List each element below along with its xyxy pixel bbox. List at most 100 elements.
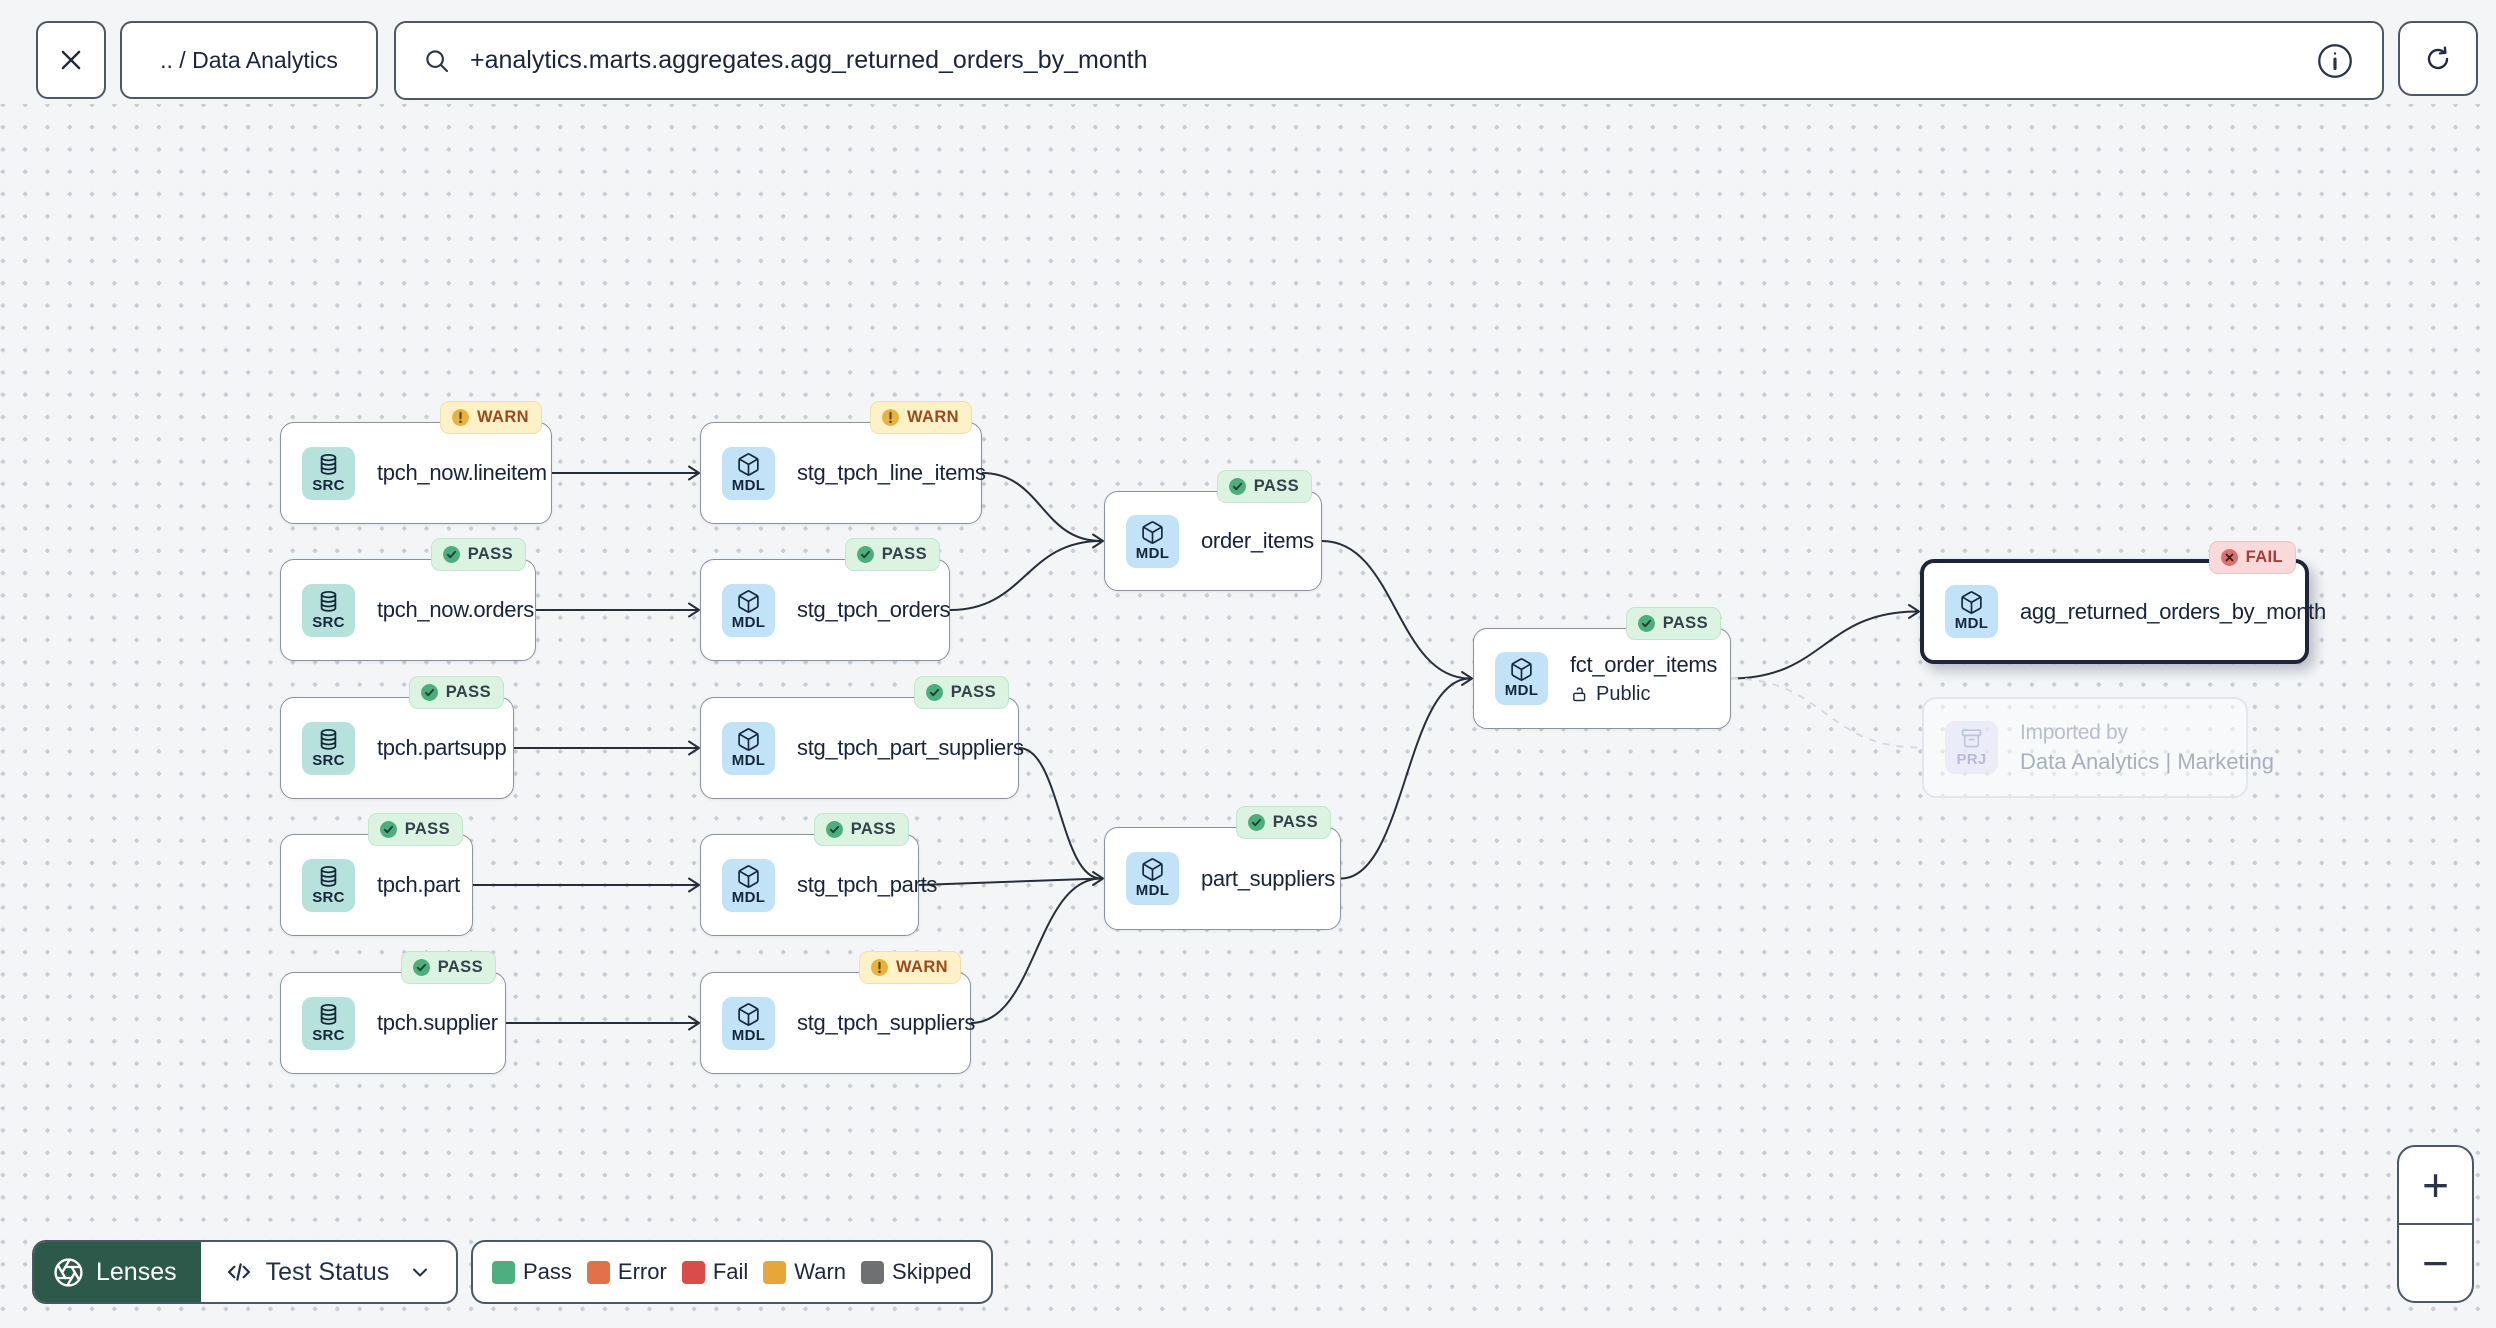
- node-label: Imported by: [2020, 720, 2128, 744]
- edge-arrowhead-stg_tpch_line_items: [688, 465, 700, 481]
- lenses-control: Lenses Test Status: [32, 1240, 459, 1304]
- cube-icon: [736, 589, 761, 614]
- legend-label: Pass: [523, 1259, 572, 1284]
- lock-open-icon: [1570, 685, 1589, 704]
- src-type-chip: SRC: [302, 996, 355, 1050]
- database-icon: [316, 589, 341, 614]
- edge-arrowhead-order_items: [1092, 533, 1104, 549]
- legend-label: Skipped: [892, 1259, 972, 1284]
- status-badge-fail: FAIL: [2208, 541, 2296, 574]
- database-icon: [316, 452, 341, 477]
- status-badge-pass: PASS: [813, 813, 909, 846]
- mdl-type-chip: MDL: [1126, 514, 1179, 568]
- legend-label: Fail: [712, 1259, 749, 1284]
- node-kind-label: SRC: [312, 888, 345, 906]
- node-label: tpch_now.lineitem: [377, 460, 547, 485]
- refresh-button[interactable]: [2398, 21, 2478, 96]
- legend-label: Warn: [794, 1259, 847, 1284]
- edge-order_items-to-fct_order_items: [1321, 540, 1471, 680]
- node-kind-label: SRC: [312, 1026, 345, 1044]
- warn-icon: [451, 408, 470, 427]
- edge-arrowhead-agg_returned_orders_by_month: [1908, 604, 1920, 619]
- edge-stg_tpch_suppliers-to-part_suppliers: [970, 877, 1102, 1024]
- mdl-type-chip: MDL: [722, 996, 775, 1050]
- edge-stg_tpch_orders-to-order_items: [949, 540, 1102, 611]
- zoom-out-button[interactable]: −: [2422, 1237, 2449, 1289]
- prj-type-chip: PRJ: [1945, 721, 1998, 774]
- mdl-type-chip: MDL: [1126, 852, 1179, 905]
- edge-part_suppliers-to-fct_order_items: [1340, 677, 1471, 880]
- lens-dropdown-value: Test Status: [265, 1257, 390, 1286]
- lens-dropdown[interactable]: Test Status: [201, 1242, 457, 1302]
- node-visibility: Public: [1570, 683, 1717, 706]
- node-label: order_items: [1201, 528, 1314, 553]
- mdl-type-chip: MDL: [1945, 585, 1998, 638]
- database-icon: [316, 727, 341, 752]
- node-label: stg_tpch_part_suppliers: [797, 735, 1024, 760]
- src-type-chip: SRC: [302, 446, 355, 500]
- node-tpch_now_lineitem[interactable]: WARN SRC tpch_now.lineitem: [280, 401, 552, 524]
- node-kind-label: SRC: [312, 751, 345, 769]
- cube-icon: [1140, 857, 1165, 882]
- status-badge-warn: WARN: [869, 401, 972, 434]
- node-label: part_suppliers: [1201, 865, 1335, 891]
- mdl-type-chip: MDL: [1495, 652, 1548, 705]
- legend-item-skipped: Skipped: [861, 1259, 972, 1285]
- node-agg_returned_orders_by_month[interactable]: FAIL MDL agg_returned_orders_by_month: [1920, 541, 2326, 664]
- edge-arrowhead-stg_tpch_orders: [688, 602, 700, 618]
- search-input[interactable]: [468, 45, 2298, 76]
- edge-stg_tpch_parts-to-part_suppliers: [918, 877, 1102, 886]
- node-label: stg_tpch_parts: [797, 872, 938, 897]
- fail-icon: [2220, 548, 2239, 567]
- zoom-in-button[interactable]: +: [2399, 1147, 2472, 1225]
- src-type-chip: SRC: [302, 858, 355, 912]
- status-badge-warn: WARN: [439, 401, 542, 434]
- node-kind-label: MDL: [1954, 615, 1989, 633]
- search-bar: [394, 21, 2384, 100]
- cube-icon: [736, 864, 761, 889]
- aperture-icon: [54, 1257, 83, 1287]
- zoom-controls: + −: [2397, 1145, 2474, 1303]
- cube-icon: [1959, 590, 1984, 615]
- edge-arrowhead-stg_tpch_parts: [688, 877, 700, 893]
- mdl-type-chip: MDL: [722, 583, 775, 637]
- breadcrumb[interactable]: .. / Data Analytics: [120, 21, 378, 99]
- status-badge-pass: PASS: [1235, 806, 1331, 839]
- node-label: agg_returned_orders_by_month: [2020, 598, 2326, 624]
- cube-icon: [1509, 657, 1534, 682]
- node-label: stg_tpch_suppliers: [797, 1010, 976, 1035]
- lenses-button[interactable]: Lenses: [34, 1242, 201, 1302]
- node-label: fct_order_items: [1570, 651, 1718, 677]
- node-kind-label: SRC: [312, 476, 345, 494]
- node-part_suppliers[interactable]: PASS MDL part_suppliers: [1104, 806, 1341, 930]
- status-badge-pass: PASS: [367, 813, 463, 846]
- node-label: tpch_now.orders: [377, 597, 534, 622]
- legend-swatch: [586, 1260, 610, 1284]
- node-kind-label: MDL: [1135, 544, 1170, 562]
- pass-icon: [925, 683, 944, 702]
- pass-icon: [1637, 614, 1656, 633]
- legend-swatch: [681, 1260, 705, 1284]
- legend-item-warn: Warn: [763, 1259, 846, 1285]
- src-type-chip: SRC: [302, 721, 355, 775]
- status-badge-pass: PASS: [408, 676, 504, 709]
- edge-stg_tpch_part_suppliers-to-part_suppliers: [1018, 747, 1102, 880]
- close-button[interactable]: [36, 21, 106, 99]
- node-kind-label: PRJ: [1956, 751, 1987, 769]
- package-icon: [1959, 726, 1984, 751]
- info-icon[interactable]: [2314, 40, 2356, 82]
